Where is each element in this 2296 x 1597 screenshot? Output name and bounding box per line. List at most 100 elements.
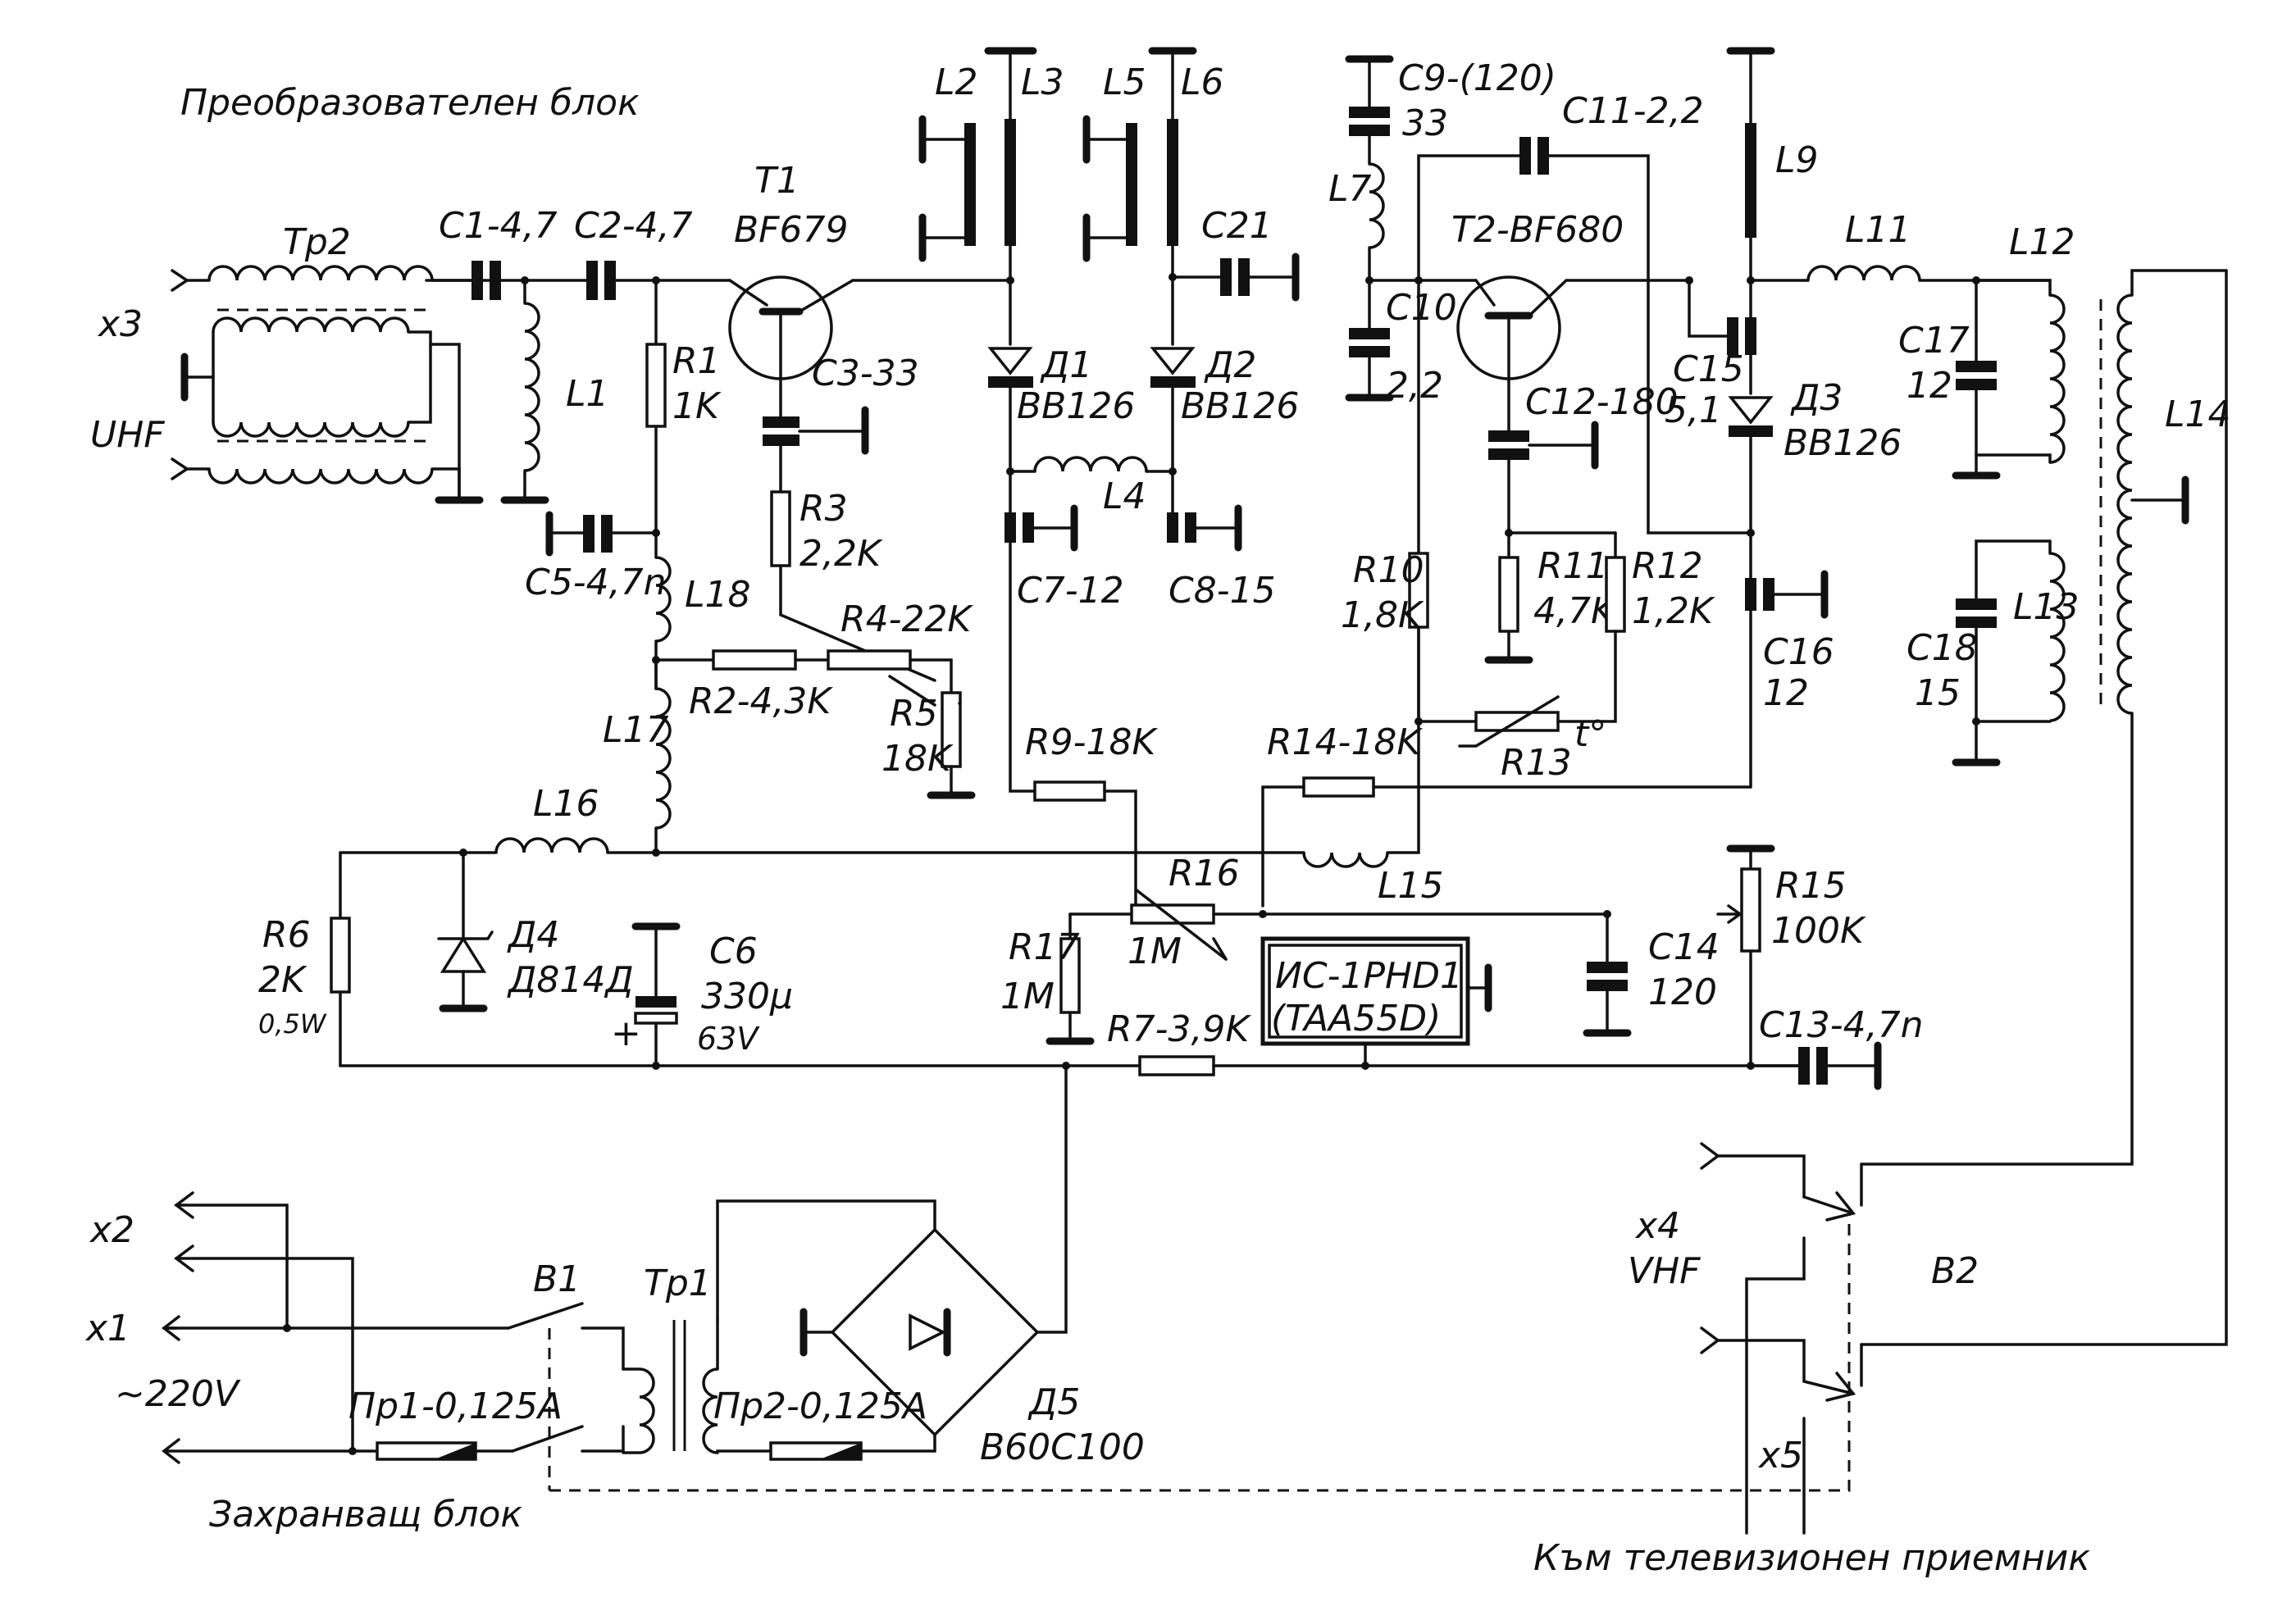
svg-text:2,2: 2,2 — [1386, 365, 1443, 407]
svg-text:L17: L17 — [603, 709, 669, 751]
svg-text:Tp1: Tp1 — [644, 1263, 712, 1304]
resistor-r12: R12 1,2K — [1593, 531, 1715, 723]
connector-x3: x3 — [97, 269, 190, 345]
svg-text:15: 15 — [1915, 672, 1961, 714]
svg-text:1M: 1M — [1128, 930, 1182, 972]
capacitor-c18: C18 15 — [1906, 539, 2052, 767]
svg-text:UHF: UHF — [90, 414, 165, 456]
svg-text:L14: L14 — [2165, 394, 2231, 435]
svg-text:5,1: 5,1 — [1665, 389, 1722, 431]
svg-text:L13: L13 — [2013, 586, 2080, 628]
svg-text:C5-4,7n: C5-4,7n — [525, 562, 666, 603]
svg-text:Пр1-0,125A: Пр1-0,125A — [348, 1385, 563, 1427]
connector-x5: x5 — [1757, 1435, 1803, 1476]
svg-text:C7-12: C7-12 — [1017, 570, 1124, 612]
capacitor-c2: C2-4,7 — [574, 205, 731, 300]
inductor-l18: L18 — [654, 531, 751, 690]
connector-uhf: UHF — [90, 414, 190, 480]
svg-text:1M: 1M — [1000, 976, 1055, 1017]
resistor-r17: R17 1M — [1000, 912, 1095, 1045]
resistor-r2: R2-4,3K — [654, 649, 833, 722]
svg-text:R10: R10 — [1353, 549, 1424, 591]
resistor-r7: R7-3,9K — [1064, 1008, 1806, 1076]
svg-text:x3: x3 — [97, 303, 143, 345]
svg-text:2K: 2K — [258, 959, 308, 1001]
inductor-l17: L17 — [603, 658, 672, 854]
svg-text:C16: C16 — [1763, 631, 1834, 673]
svg-text:x2: x2 — [89, 1209, 134, 1251]
svg-text:VHF: VHF — [1628, 1250, 1701, 1292]
svg-text:L15: L15 — [1378, 865, 1444, 907]
svg-text:L4: L4 — [1103, 475, 1146, 517]
capacitor-c1: C1-4,7 — [425, 205, 594, 300]
svg-text:C15: C15 — [1673, 348, 1744, 390]
svg-text:4,7K: 4,7K — [1533, 590, 1617, 632]
svg-text:R3: R3 — [800, 488, 848, 530]
svg-text:C13-4,7n: C13-4,7n — [1759, 1004, 1923, 1046]
svg-text:Д814Д: Д814Д — [507, 959, 634, 1001]
resistor-r14: R14-18K — [1261, 721, 1752, 798]
svg-text:0,5W: 0,5W — [258, 1008, 327, 1040]
varicap-d3: Д3 BB126 — [1728, 377, 1902, 789]
svg-text:C10: C10 — [1386, 287, 1457, 329]
inductor-l15: L15 — [1261, 621, 1444, 908]
svg-text:L2: L2 — [935, 61, 978, 103]
svg-text:R12: R12 — [1632, 545, 1703, 587]
svg-text:C6: C6 — [709, 930, 758, 972]
capacitor-c17: C17 12 — [1898, 279, 2001, 480]
inductor-l2: L2 — [918, 61, 978, 262]
resistor-r5: R5 18K — [882, 675, 976, 799]
bridge-d5: Д5 B60C100 — [800, 1064, 1145, 1468]
svg-text:R16: R16 — [1168, 853, 1240, 894]
svg-text:BB126: BB126 — [1017, 385, 1135, 427]
svg-text:x5: x5 — [1757, 1435, 1803, 1476]
svg-text:L6: L6 — [1181, 61, 1224, 103]
capacitor-c5: C5-4,7n — [525, 511, 666, 603]
svg-text:12: 12 — [1906, 365, 1952, 407]
svg-text:x4: x4 — [1634, 1205, 1680, 1247]
svg-text:R15: R15 — [1775, 865, 1847, 907]
svg-text:L5: L5 — [1103, 61, 1146, 103]
capacitor-c11: C11-2,2 — [1417, 90, 1752, 535]
svg-text:L1: L1 — [566, 373, 609, 415]
inductor-l6: L6 — [1148, 47, 1224, 346]
svg-text:12: 12 — [1763, 672, 1809, 714]
svg-text:R9-18K: R9-18K — [1025, 721, 1158, 763]
connector-x2: x2 — [89, 1191, 354, 1453]
svg-text:R2-4,3K: R2-4,3K — [689, 680, 833, 722]
varicap-d1: Д1 BB126 — [987, 279, 1135, 473]
svg-text:BF679: BF679 — [734, 209, 848, 251]
svg-text:L7: L7 — [1328, 168, 1372, 210]
resistor-r3: R3 2,2K — [770, 439, 936, 682]
capacitor-c8: C8-15 — [1167, 470, 1276, 612]
svg-text:C9-(120): C9-(120) — [1398, 57, 1556, 99]
capacitor-c21: C21 — [1168, 205, 1300, 302]
inductor-l3: L3 — [984, 47, 1064, 282]
svg-text:Д4: Д4 — [507, 914, 559, 956]
svg-text:(TAA55D): (TAA55D) — [1271, 998, 1441, 1040]
varicap-d2: Д2 BB126 — [1150, 344, 1299, 473]
inductor-l12: L12 — [1975, 221, 2075, 464]
svg-text:L18: L18 — [685, 574, 751, 616]
svg-text:C14: C14 — [1648, 926, 1720, 968]
svg-text:T1: T1 — [754, 160, 800, 202]
svg-text:C3-33: C3-33 — [812, 353, 919, 394]
inductor-l13: L13 — [2013, 539, 2080, 722]
svg-text:2,2K: 2,2K — [800, 533, 883, 575]
svg-text:C2-4,7: C2-4,7 — [574, 205, 693, 247]
svg-text:18K: 18K — [882, 738, 954, 780]
switch-b1: B1 — [507, 1258, 625, 1490]
resistor-r6: R6 2K 0,5W — [258, 851, 351, 1067]
svg-text:63V: 63V — [697, 1021, 760, 1057]
power-line-bottom — [162, 1438, 379, 1464]
resistor-r4: R4-22K — [827, 598, 973, 694]
resistor-r10: R10 1,8K — [1341, 279, 1429, 723]
svg-text:L12: L12 — [2009, 221, 2075, 263]
svg-text:C18: C18 — [1906, 627, 1978, 669]
svg-text:330μ: 330μ — [701, 976, 793, 1017]
potentiometer-r15: R15 100K — [1716, 844, 1866, 1067]
svg-text:Tp2: Tp2 — [283, 221, 351, 263]
svg-text:33: 33 — [1402, 102, 1448, 144]
transformer-tp1: Tp1 — [622, 1199, 936, 1454]
